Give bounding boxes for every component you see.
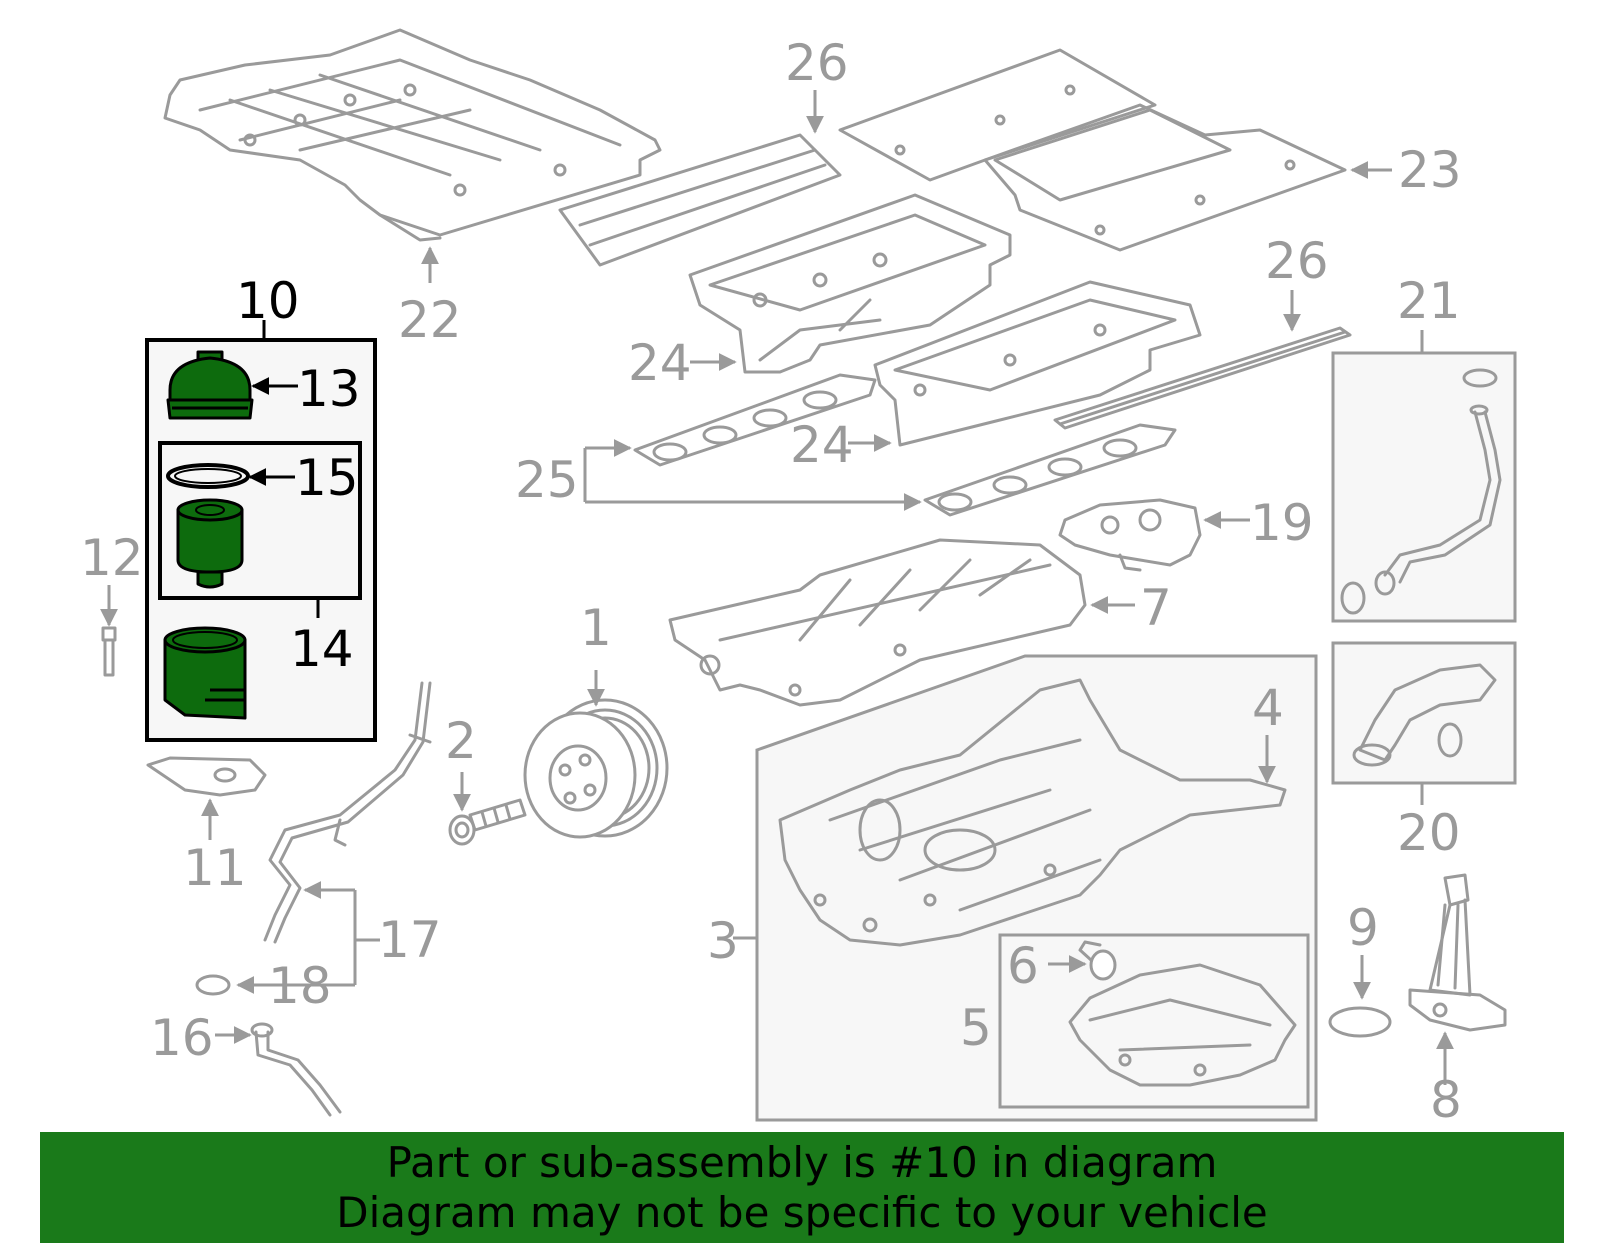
part-14-filter-element[interactable]: [176, 498, 244, 589]
part-15-oring-seal[interactable]: [166, 463, 250, 489]
part-13-filter-cap[interactable]: [166, 350, 254, 420]
part-8-oil-sensor: [1408, 873, 1507, 1032]
callout-25: 25: [515, 451, 579, 509]
banner-line-2: Diagram may not be specific to your vehi…: [336, 1187, 1268, 1237]
part-17-oil-tube: [263, 681, 432, 944]
callout-16: 16: [150, 1009, 214, 1067]
callout-22: 22: [398, 291, 462, 349]
callout-5: 5: [960, 999, 992, 1057]
callout-23: 23: [1398, 141, 1462, 199]
callout-12: 12: [80, 529, 144, 587]
callout-24-bottom: 24: [790, 416, 854, 474]
part-9-oring: [1328, 1006, 1392, 1038]
part-25-intake-gaskets: [633, 373, 1177, 517]
callout-21: 21: [1397, 272, 1461, 330]
callout-9: 9: [1347, 899, 1379, 957]
part-4-upper-oil-pan: [778, 678, 1287, 947]
part-5-lower-oil-pan: [1068, 963, 1297, 1087]
callout-14: 14: [290, 620, 354, 678]
callout-20: 20: [1397, 804, 1461, 862]
box-5: [998, 933, 1310, 1109]
part-26-lower-gasket: [1053, 326, 1352, 430]
part-22-upper-cover: [163, 28, 662, 242]
info-banner: Part or sub-assembly is #10 in diagram D…: [40, 1132, 1564, 1243]
callout-3: 3: [707, 912, 739, 970]
callout-11: 11: [183, 839, 247, 897]
part-23-cover-gaskets: [838, 48, 1347, 252]
part-24-upper-cover: [688, 193, 1012, 374]
callout-26-top: 26: [785, 34, 849, 92]
banner-line-1: Part or sub-assembly is #10 in diagram: [386, 1137, 1218, 1187]
part-21-dipstick-tube: [1340, 368, 1502, 615]
part-7-bedplate: [668, 538, 1087, 707]
box-21: [1331, 351, 1517, 623]
part-10-filter-housing[interactable]: [163, 626, 247, 720]
callout-7: 7: [1140, 579, 1172, 637]
callout-6: 6: [1007, 937, 1039, 995]
callout-15: 15: [295, 449, 359, 507]
part-12-bolt: [101, 626, 117, 677]
callout-17: 17: [378, 911, 442, 969]
part-6-drain-plug: [1078, 940, 1117, 981]
callout-13: 13: [297, 360, 361, 418]
part-16-small-tube: [250, 1022, 342, 1117]
part-20-pickup-tube: [1352, 663, 1497, 767]
part-26-upper-gasket: [558, 133, 842, 267]
callout-2: 2: [445, 712, 477, 770]
callout-24-top: 24: [628, 334, 692, 392]
callout-8: 8: [1430, 1071, 1462, 1129]
callout-18: 18: [268, 957, 332, 1015]
callout-10: 10: [236, 272, 300, 330]
part-24-lower-cover: [873, 280, 1202, 447]
part-2-crank-bolt: [448, 798, 527, 846]
part-1-crank-pulley: [523, 698, 669, 839]
callout-1: 1: [580, 599, 612, 657]
part-11-gasket: [146, 756, 267, 797]
part-19-solenoid: [1058, 498, 1202, 572]
callout-26-right: 26: [1265, 232, 1329, 290]
part-18-washer: [195, 974, 231, 996]
callout-19: 19: [1250, 494, 1314, 552]
callout-4: 4: [1252, 679, 1284, 737]
